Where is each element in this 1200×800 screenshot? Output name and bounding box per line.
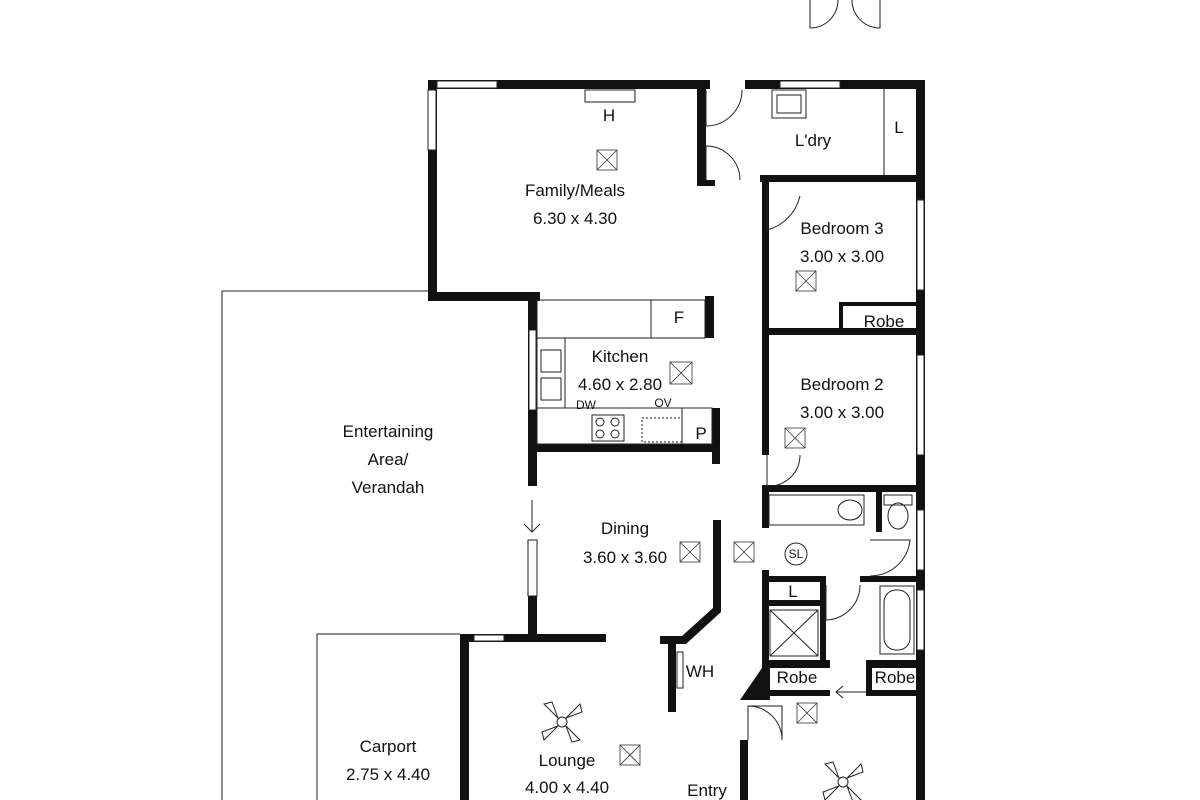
laundry-linen-label: L: [894, 118, 903, 137]
entertaining-line3: Verandah: [352, 478, 425, 497]
ceiling-fan-icon: [822, 761, 864, 800]
lounge-size: 4.00 x 4.40: [525, 778, 609, 797]
carport-name: Carport: [360, 737, 417, 756]
top-door-symbol: [809, 0, 881, 29]
bedroom3-size: 3.00 x 3.00: [800, 247, 884, 266]
kitchen-size: 4.60 x 2.80: [578, 375, 662, 394]
windows: [427, 80, 925, 651]
kitchen-name: Kitchen: [592, 347, 649, 366]
room-labels: Family/Meals 6.30 x 4.30 L'dry Bedroom 3…: [343, 131, 884, 800]
fixture-labels: H L F P DW OV WH SL L Robe Robe Robe: [576, 106, 915, 687]
light-point: [679, 541, 701, 563]
dining-name: Dining: [601, 519, 649, 538]
light-point: [795, 270, 817, 292]
fridge-label: F: [674, 308, 684, 327]
robe-arrow-icon: [835, 685, 866, 699]
family-meals-name: Family/Meals: [525, 181, 625, 200]
bedroom2-size: 3.00 x 3.00: [800, 403, 884, 422]
light-point: [733, 541, 755, 563]
lounge-name: Lounge: [539, 751, 596, 770]
bedroom2-name: Bedroom 2: [800, 375, 883, 394]
light-point: [784, 427, 806, 449]
linen-label: L: [788, 582, 797, 601]
robe-left-label: Robe: [777, 668, 818, 687]
water-heater-label: WH: [686, 662, 714, 681]
heater-label: H: [603, 106, 615, 125]
skylight-label: SL: [789, 547, 804, 561]
doors: [705, 89, 911, 741]
robe-right-label: Robe: [875, 668, 916, 687]
dishwasher-label: DW: [576, 398, 597, 412]
entertaining-line2: Area/: [368, 450, 409, 469]
family-meals-size: 6.30 x 4.30: [533, 209, 617, 228]
laundry-name: L'dry: [795, 131, 832, 150]
ceiling-fan-icon: [541, 701, 583, 743]
heater-unit: [584, 89, 636, 103]
robe-bed3-label: Robe: [864, 312, 905, 331]
skylight-icon: [784, 542, 808, 566]
pantry-label: P: [695, 424, 706, 443]
light-point: [669, 361, 693, 385]
light-points: [596, 149, 818, 766]
fixtures: [536, 88, 915, 689]
light-point: [619, 744, 641, 766]
dining-size: 3.60 x 3.60: [583, 548, 667, 567]
outdoor-outlines: [221, 290, 460, 800]
bedroom3-name: Bedroom 3: [800, 219, 883, 238]
entry-name: Entry: [687, 781, 727, 800]
oven-label: OV: [654, 396, 671, 410]
light-point: [596, 149, 618, 171]
entertaining-line1: Entertaining: [343, 422, 434, 441]
carport-size: 2.75 x 4.40: [346, 765, 430, 784]
light-point: [796, 702, 818, 724]
entry-arrow-icon: [523, 500, 541, 533]
